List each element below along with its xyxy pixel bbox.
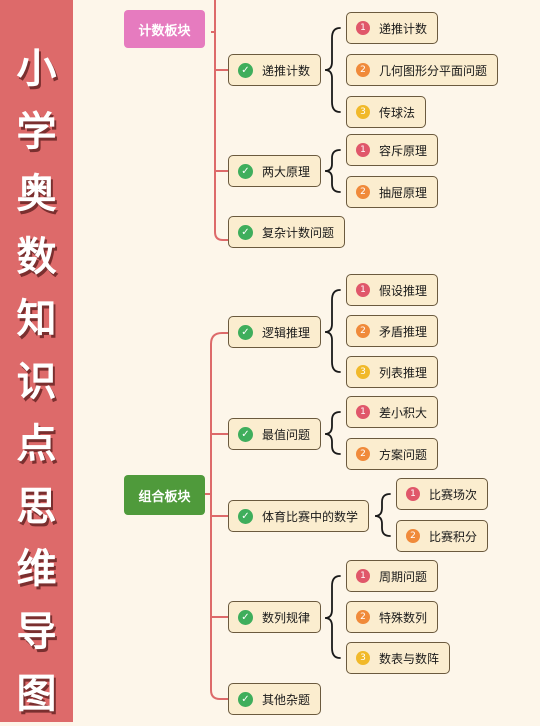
- number-1-icon: 1: [356, 569, 370, 583]
- title-char: 图: [16, 671, 57, 717]
- title-char: 数: [16, 233, 57, 280]
- leaf-label: 数表与数阵: [379, 651, 440, 666]
- branch-node: ✓ 逻辑推理: [228, 316, 322, 348]
- vertical-title: 小 学 奥 数 知 识 点 思 维 导 图: [0, 38, 73, 726]
- title-char: 维: [16, 546, 57, 592]
- leaf-node: 2 比赛积分: [396, 520, 489, 552]
- leaf-label: 容斥原理: [379, 143, 428, 158]
- leaf-node: 2 抽屉原理: [346, 176, 439, 208]
- branch-label: 逻辑推理: [262, 325, 311, 340]
- number-1-icon: 1: [356, 405, 370, 419]
- title-sidebar: 小 学 奥 数 知 识 点 思 维 导 图: [0, 0, 73, 722]
- leaf-node: 1 差小积大: [346, 396, 439, 428]
- leaf-node: 2 方案问题: [346, 438, 439, 470]
- number-1-icon: 1: [406, 487, 420, 501]
- title-char: 小: [16, 46, 57, 92]
- number-2-icon: 2: [406, 529, 420, 543]
- branch-node: ✓ 数列规律: [228, 601, 322, 633]
- branch-node: ✓ 体育比赛中的数学: [228, 500, 370, 532]
- number-3-icon: 3: [356, 105, 370, 119]
- leaf-label: 周期问题: [379, 569, 428, 584]
- branch-label: 复杂计数问题: [262, 225, 335, 240]
- number-3-icon: 3: [356, 365, 370, 379]
- leaf-node: 3 数表与数阵: [346, 642, 451, 674]
- leaf-label: 列表推理: [379, 365, 428, 380]
- root-node-counting: 计数板块: [124, 10, 205, 48]
- leaf-node: 2 矛盾推理: [346, 315, 439, 347]
- check-icon: ✓: [238, 224, 253, 240]
- branch-node: ✓ 最值问题: [228, 418, 322, 450]
- leaf-label: 几何图形分平面问题: [379, 63, 488, 78]
- branch-node: ✓ 递推计数: [228, 54, 322, 86]
- title-char: 识: [16, 358, 57, 405]
- leaf-node: 1 比赛场次: [396, 478, 489, 510]
- leaf-node: 2 几何图形分平面问题: [346, 54, 499, 86]
- check-icon: ✓: [238, 426, 253, 442]
- leaf-label: 传球法: [379, 105, 416, 120]
- number-2-icon: 2: [356, 447, 370, 461]
- check-icon: ✓: [238, 508, 253, 524]
- check-icon: ✓: [238, 324, 253, 340]
- leaf-node: 2 特殊数列: [346, 601, 439, 633]
- number-2-icon: 2: [356, 610, 370, 624]
- check-icon: ✓: [238, 609, 253, 625]
- title-char: 思: [16, 483, 57, 530]
- leaf-node: 1 周期问题: [346, 560, 439, 592]
- title-char: 点: [16, 421, 57, 467]
- number-2-icon: 2: [356, 63, 370, 77]
- title-char: 奥: [16, 171, 57, 217]
- leaf-label: 假设推理: [379, 283, 428, 298]
- leaf-label: 比赛场次: [429, 487, 478, 502]
- branch-label: 其他杂题: [262, 692, 311, 707]
- branch-node: ✓ 其他杂题: [228, 683, 322, 715]
- branch-node: ✓ 两大原理: [228, 155, 322, 187]
- number-2-icon: 2: [356, 324, 370, 338]
- number-2-icon: 2: [356, 185, 370, 199]
- check-icon: ✓: [238, 163, 253, 179]
- root-label: 组合板块: [138, 489, 191, 505]
- number-3-icon: 3: [356, 651, 370, 665]
- title-char: 知: [16, 296, 57, 342]
- branch-label: 数列规律: [262, 610, 311, 625]
- branch-label: 最值问题: [262, 427, 311, 442]
- leaf-label: 特殊数列: [379, 610, 428, 625]
- leaf-label: 递推计数: [379, 21, 428, 36]
- leaf-label: 方案问题: [379, 447, 428, 462]
- check-icon: ✓: [238, 691, 253, 707]
- leaf-label: 差小积大: [379, 405, 428, 420]
- root-label: 计数板块: [138, 23, 191, 39]
- title-char: 导: [16, 608, 57, 655]
- number-1-icon: 1: [356, 143, 370, 157]
- root-node-combination: 组合板块: [124, 475, 205, 515]
- leaf-label: 抽屉原理: [379, 185, 428, 200]
- number-1-icon: 1: [356, 21, 370, 35]
- branch-label: 两大原理: [262, 164, 311, 179]
- leaf-node: 1 假设推理: [346, 274, 439, 306]
- branch-label: 体育比赛中的数学: [262, 509, 359, 524]
- leaf-node: 1 容斥原理: [346, 134, 439, 166]
- title-char: 学: [16, 108, 57, 155]
- number-1-icon: 1: [356, 283, 370, 297]
- leaf-label: 比赛积分: [429, 529, 478, 544]
- leaf-node: 3 列表推理: [346, 356, 439, 388]
- leaf-node: 1 递推计数: [346, 12, 439, 44]
- branch-label: 递推计数: [262, 63, 311, 78]
- leaf-node: 3 传球法: [346, 96, 427, 128]
- check-icon: ✓: [238, 62, 253, 78]
- branch-node: ✓ 复杂计数问题: [228, 216, 346, 248]
- leaf-label: 矛盾推理: [379, 324, 428, 339]
